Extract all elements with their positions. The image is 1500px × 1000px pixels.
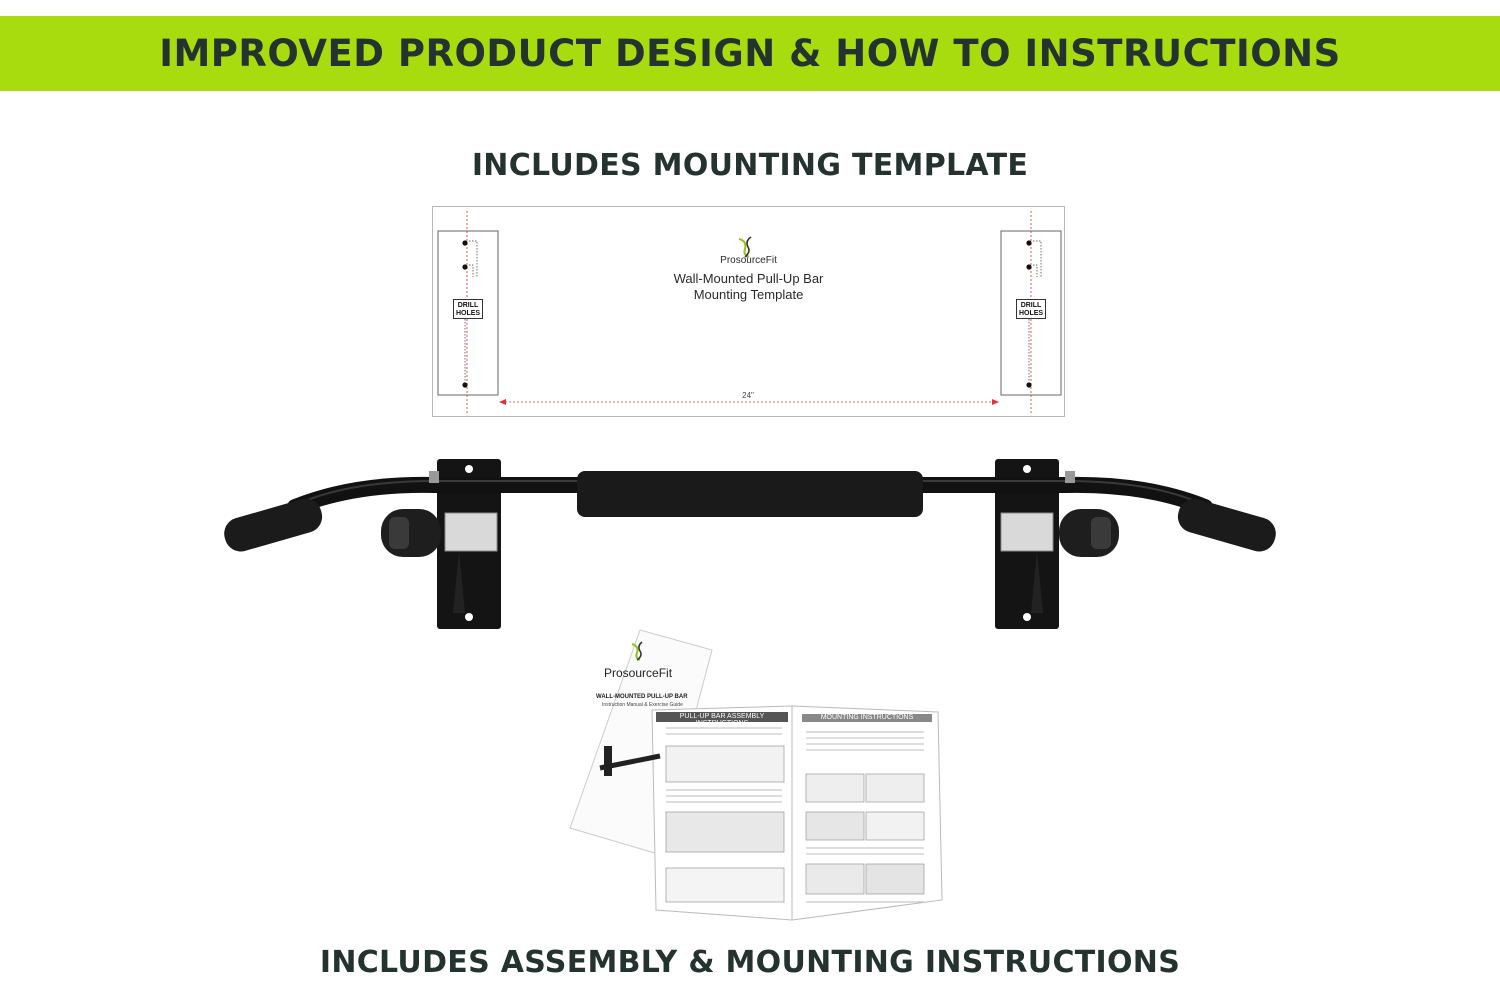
cover-brand: ProsourceFit [604, 666, 673, 680]
banner-title: IMPROVED PRODUCT DESIGN & HOW TO INSTRUC… [159, 32, 1341, 75]
right-page-heading-bar [802, 714, 932, 722]
left-drill-points [462, 240, 478, 388]
left-mount-outline [437, 230, 499, 396]
drill-label-line2: HOLES [455, 310, 481, 317]
template-title-line1: Wall-Mounted Pull-Up Bar [673, 271, 824, 286]
mounting-template-heading: INCLUDES MOUNTING TEMPLATE [471, 148, 1029, 183]
drill-label-line1: DRILL [457, 302, 479, 309]
left-page-heading-bar [656, 712, 788, 722]
prosourcefit-logo-icon [738, 236, 752, 258]
right-bracket [1000, 512, 1054, 552]
right-grip [1177, 498, 1276, 552]
cover-logo-icon [631, 641, 643, 661]
template-drawing [437, 211, 1062, 413]
cover-title: WALL-MOUNTED PULL-UP BAR [596, 694, 688, 700]
right-drill-points [1026, 240, 1042, 388]
left-plate-hole-bottom [465, 613, 473, 621]
right-bolt [1065, 471, 1075, 483]
template-title-line2: Mounting Template [693, 287, 804, 302]
left-bracket [444, 512, 498, 552]
manual-cover [569, 629, 713, 855]
pull-up-bar-image [224, 459, 1276, 629]
left-drill-holes-label: DRILL HOLES [453, 299, 483, 319]
top-banner: IMPROVED PRODUCT DESIGN & HOW TO INSTRUC… [0, 16, 1500, 91]
right-plate-hole-top [1023, 465, 1031, 473]
left-plate-hole-top [465, 465, 473, 473]
right-plate-hole-bottom [1023, 613, 1031, 621]
left-bolt [429, 471, 439, 483]
center-foam-pad [577, 471, 923, 517]
drill-label-line2: HOLES [1018, 310, 1044, 317]
instruction-manual-image: ProsourceFit WALL-MOUNTED PULL-UP BAR In… [560, 628, 950, 932]
drill-label-line1: DRILL [1020, 302, 1042, 309]
assembly-instructions-heading: INCLUDES ASSEMBLY & MOUNTING INSTRUCTION… [319, 945, 1181, 980]
manual-drawing [569, 629, 943, 921]
template-brand: ProsourceFit [720, 255, 777, 266]
template-title: Wall-Mounted Pull-Up Bar Mounting Templa… [433, 271, 1064, 303]
mounting-template-sheet: ProsourceFit Wall-Mounted Pull-Up Bar Mo… [432, 206, 1065, 417]
right-drill-holes-label: DRILL HOLES [1016, 299, 1046, 319]
dimension-label: 24" [742, 391, 754, 400]
right-page-heading: MOUNTING INSTRUCTIONS [820, 714, 914, 721]
left-grip [224, 498, 323, 552]
cover-subtitle: Instruction Manual & Exercise Guide [602, 702, 683, 708]
left-page-heading: PULL-UP BAR ASSEMBLY INSTRUCTIONS [679, 713, 765, 727]
